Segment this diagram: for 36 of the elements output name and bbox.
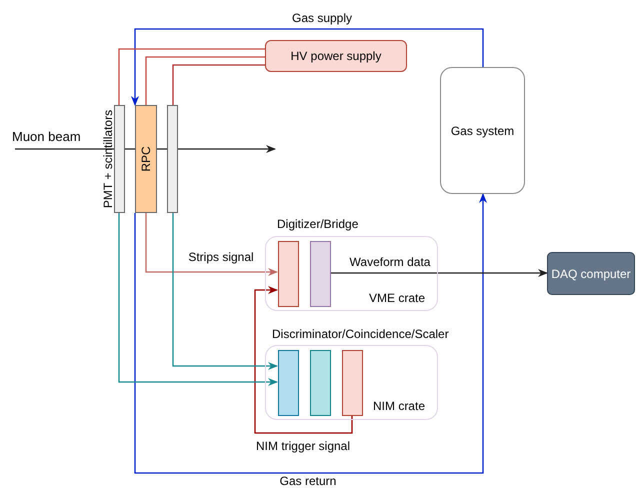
connector-line [172, 64, 265, 105]
detector-label: PMT + scintillators [101, 110, 115, 208]
connector-arrow [118, 213, 278, 386]
power-supply-box [265, 40, 407, 72]
edge-label: Strips signal [186, 250, 256, 264]
module-card [278, 241, 299, 307]
module-card [342, 350, 363, 416]
crate-heading: Discriminator/Coincidence/Scaler [272, 327, 449, 341]
edge-label: Gas supply [290, 11, 354, 25]
connector-arrow [145, 213, 278, 276]
connector-arrow [131, 28, 484, 106]
connector-arrow [254, 286, 353, 434]
node-label: RPC [139, 146, 153, 172]
node-label: Gas system [450, 124, 514, 138]
beam-label: Muon beam [12, 130, 92, 149]
module-card [310, 241, 331, 307]
connector-line [118, 48, 265, 105]
edge-label: Gas return [278, 474, 338, 488]
connector-line [145, 56, 265, 105]
edge-label: NIM trigger signal [254, 439, 352, 453]
gas-system-box [440, 67, 525, 194]
module-card [310, 350, 331, 416]
scintillator-panel [114, 105, 125, 213]
node-label: DAQ computer [551, 266, 631, 280]
connector-arrow [134, 193, 487, 474]
connector-arrow [172, 213, 278, 370]
crate-label: NIM crate [372, 399, 425, 413]
module-card [278, 350, 299, 416]
computer-box [547, 252, 635, 295]
crate-label: VME crate [368, 291, 425, 305]
edge-label: Waveform data [348, 255, 432, 269]
crate-heading: Digitizer/Bridge [277, 217, 358, 231]
rpc-detector [135, 105, 157, 213]
connector-arrow [330, 269, 548, 277]
node-label: HV power supply [290, 49, 382, 63]
scintillator-panel [167, 105, 178, 213]
